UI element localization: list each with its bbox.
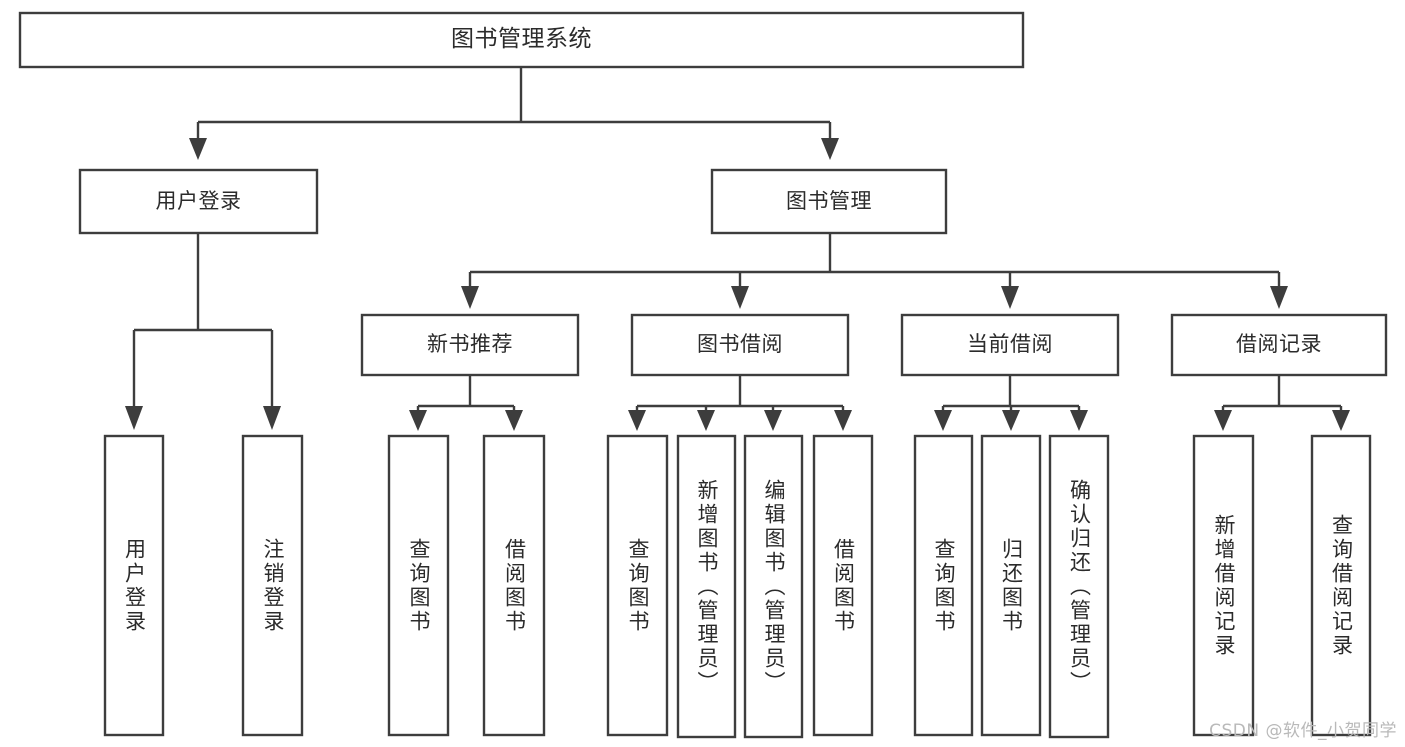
node-box-new-book-recommend[interactable] (360, 313, 580, 377)
node-box-borrow-record[interactable] (1170, 313, 1388, 377)
node-box-book-borrow[interactable] (630, 313, 850, 377)
node-box-root[interactable] (18, 11, 1025, 69)
arrow-head-borrow-record (1270, 286, 1288, 309)
arrow-head-leaf-query-book-borrow (628, 410, 646, 431)
leaf-box-edit-book-admin[interactable] (743, 434, 804, 739)
arrow-head-book-management (821, 138, 839, 160)
arrow-head-leaf-query-book-rec (409, 410, 427, 431)
leaf-box-query-book-current[interactable] (913, 434, 974, 737)
arrow-head-leaf-add-borrow-record (1214, 410, 1232, 431)
leaf-box-logout[interactable] (241, 434, 304, 737)
leaf-box-borrow-book[interactable] (812, 434, 874, 737)
node-box-book-management[interactable] (710, 168, 948, 235)
leaf-box-borrow-book-rec[interactable] (482, 434, 546, 737)
arrow-head-leaf-confirm-return-admin (1070, 410, 1088, 431)
leaf-box-return-book[interactable] (980, 434, 1042, 737)
arrow-head-leaf-query-borrow-record (1332, 410, 1350, 431)
arrow-head-user-login (189, 138, 207, 160)
arrow-head-leaf-logout (263, 406, 281, 430)
leaf-box-add-book-admin[interactable] (676, 434, 737, 739)
arrow-head-leaf-query-book-current (934, 410, 952, 431)
leaf-box-query-book-borrow[interactable] (606, 434, 669, 737)
leaf-box-query-book-rec[interactable] (387, 434, 450, 737)
leaf-box-query-borrow-record[interactable] (1310, 434, 1372, 737)
node-box-current-borrow[interactable] (900, 313, 1120, 377)
arrow-head-leaf-user-login (125, 406, 143, 430)
watermark-text: CSDN @软件_小贺同学 (1209, 721, 1397, 741)
arrow-head-leaf-borrow-book (834, 410, 852, 431)
leaf-box-confirm-return-admin[interactable] (1048, 434, 1110, 739)
arrow-head-new-book-recommend (461, 286, 479, 309)
leaf-box-user-login[interactable] (103, 434, 165, 737)
arrow-head-leaf-edit-book-admin (764, 410, 782, 431)
arrow-head-leaf-return-book (1002, 410, 1020, 431)
arrow-head-current-borrow (1001, 286, 1019, 309)
node-box-user-login[interactable] (78, 168, 319, 235)
arrow-head-leaf-add-book-admin (697, 410, 715, 431)
arrow-head-leaf-borrow-book-rec (505, 410, 523, 431)
leaf-box-add-borrow-record[interactable] (1192, 434, 1255, 737)
arrow-head-book-borrow (731, 286, 749, 309)
